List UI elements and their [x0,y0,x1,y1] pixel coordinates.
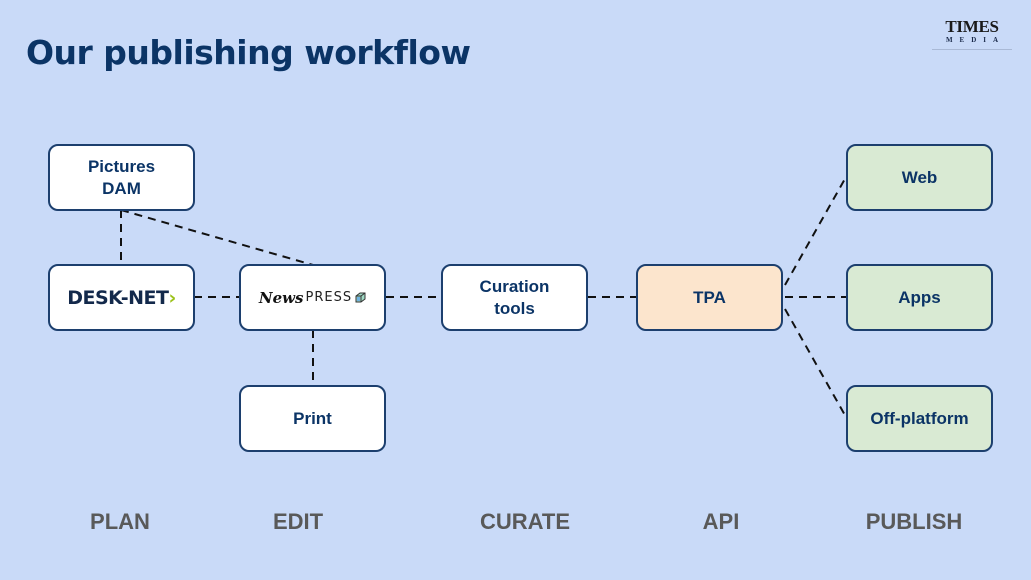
node-newspress[interactable]: News PRESS [239,264,386,331]
node-label: Off-platform [870,408,969,428]
stage-label-edit: EDIT [272,509,324,534]
node-label: DAM [102,178,141,198]
node-pictures-dam[interactable]: Pictures DAM [48,144,195,211]
newspress-logo: News PRESS [259,287,366,309]
stage-label-api: API [702,509,740,534]
cube-icon [355,292,366,303]
stage-label-publish: PUBLISH [865,509,963,534]
node-label: Print [293,408,332,428]
chevron-right-icon: › [168,286,176,309]
times-media-logo: TIMES MEDIA [932,18,1012,50]
desknet-logo: DESK-NET› [67,287,176,309]
node-label: tools [494,298,535,318]
node-print[interactable]: Print [239,385,386,452]
node-label: Apps [898,287,941,307]
node-curation-tools[interactable]: Curation tools [441,264,588,331]
node-apps[interactable]: Apps [846,264,993,331]
connector-dam-newspress [120,209,314,266]
connector-tpa-web [784,176,847,286]
logo-line1: TIMES [945,17,999,36]
node-label: Web [901,167,938,187]
node-label: TPA [693,287,726,307]
node-web[interactable]: Web [846,144,993,211]
newspress-caps: PRESS [305,289,353,305]
node-label: Pictures [87,156,156,176]
node-tpa[interactable]: TPA [636,264,783,331]
node-desknet[interactable]: DESK-NET› [48,264,195,331]
newspress-script: News [258,288,304,307]
node-off-platform[interactable]: Off-platform [846,385,993,452]
logo-line2: MEDIA [945,36,1006,44]
logo-rule [932,49,1012,50]
page-title: Our publishing workflow [26,33,471,72]
node-label: Curation [479,276,550,296]
desknet-text: DESK-NET [67,286,169,309]
connector-tpa-offplatform [784,308,847,418]
stage-label-plan: PLAN [90,509,150,534]
stage-label-curate: CURATE [479,509,571,534]
